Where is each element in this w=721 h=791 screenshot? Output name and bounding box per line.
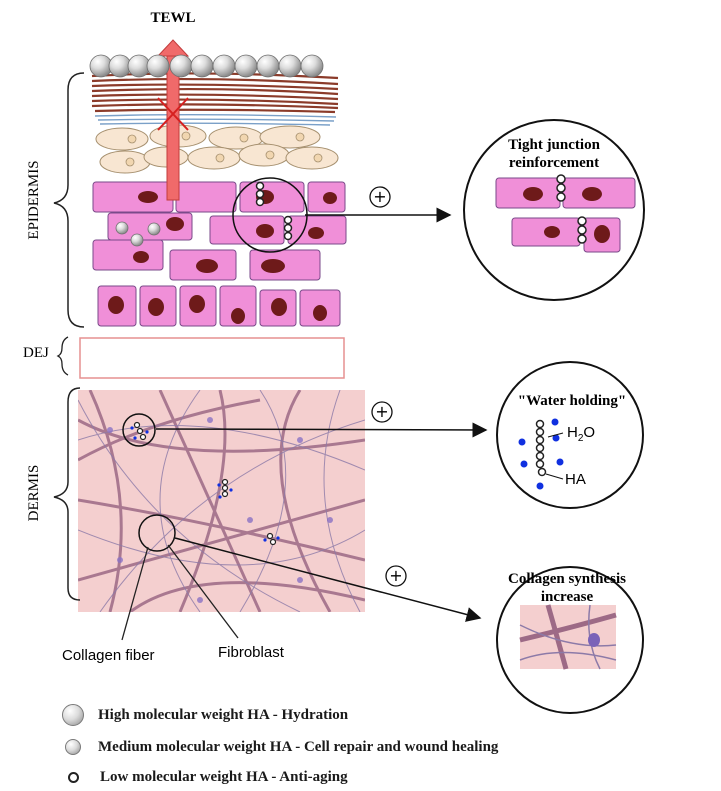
dermis-layer: DERMIS Collagen fiber Fibroblast bbox=[26, 387, 365, 664]
tight-junction-title-line2: reinforcement bbox=[509, 155, 599, 171]
plus-icon bbox=[385, 565, 407, 587]
legend-text-medium-mw-ha: Medium molecular weight HA - Cell repair… bbox=[98, 738, 499, 755]
collagen-synthesis-callout: Collagen synthesis increase bbox=[496, 566, 644, 714]
dermis-label: DERMIS bbox=[26, 465, 42, 522]
collagen-zoom-tissue bbox=[519, 604, 617, 670]
water-holding-arrow bbox=[155, 422, 488, 438]
collagen-network bbox=[78, 390, 365, 612]
granular-cells bbox=[95, 124, 339, 174]
collagen-synthesis-title-line2: increase bbox=[541, 589, 594, 605]
epidermis-layer: TEWL EPIDERMIS bbox=[26, 10, 347, 328]
high-mw-ha-surface-spheres bbox=[89, 54, 324, 78]
legend-item-low-mw-ha: Low molecular weight HA - Anti-aging bbox=[62, 766, 348, 788]
medium-mw-ha-spheres bbox=[115, 221, 161, 247]
ha-label: HA bbox=[565, 471, 586, 488]
epidermis-label: EPIDERMIS bbox=[26, 160, 42, 239]
keratinocyte-nuclei bbox=[108, 190, 337, 324]
water-holding-callout: "Water holding" H2O HA bbox=[496, 361, 644, 509]
stratum-corneum bbox=[91, 72, 339, 114]
stratum-lucidum-lines bbox=[94, 114, 337, 126]
tewl-label: TEWL bbox=[150, 10, 195, 26]
water-holding-title: "Water holding" bbox=[518, 393, 626, 409]
plus-signs: + + + bbox=[369, 186, 407, 587]
svg-text:+: + bbox=[373, 187, 386, 206]
plus-icon bbox=[371, 401, 393, 423]
fibroblast-label: Fibroblast bbox=[218, 644, 285, 661]
water-holding-highlight-circle bbox=[122, 413, 156, 447]
connectors bbox=[155, 207, 488, 622]
legend-text-high-mw-ha: High molecular weight HA - Hydration bbox=[98, 706, 349, 723]
water-molecule-dots bbox=[518, 418, 564, 490]
collagen-fiber-pointer bbox=[121, 546, 149, 641]
legend-item-medium-mw-ha: Medium molecular weight HA - Cell repair… bbox=[62, 736, 498, 758]
low-mw-ha-chain-epidermis bbox=[255, 181, 293, 241]
svg-text:+: + bbox=[375, 402, 388, 421]
svg-text:+: + bbox=[389, 566, 402, 585]
legend-item-high-mw-ha: High molecular weight HA - Hydration bbox=[62, 704, 348, 726]
collagen-fiber-label: Collagen fiber bbox=[62, 647, 155, 664]
plus-icon bbox=[369, 186, 391, 208]
dej-label: DEJ bbox=[23, 345, 49, 361]
dermis-brace bbox=[53, 387, 81, 601]
tight-junction-callout: Tight junction reinforcement bbox=[463, 119, 645, 301]
epidermis-brace bbox=[53, 72, 85, 328]
high-mw-ha-sphere-icon bbox=[62, 704, 84, 726]
collagen-synthesis-arrow bbox=[174, 537, 482, 622]
tewl-arrow bbox=[156, 39, 190, 201]
dej-box bbox=[79, 337, 345, 379]
tight-junction-title-line1: Tight junction bbox=[508, 137, 600, 153]
low-mw-ha-ring-icon bbox=[68, 771, 79, 783]
medium-mw-ha-sphere-icon bbox=[65, 739, 81, 755]
fibroblast-pointer bbox=[167, 544, 239, 639]
keratinocytes bbox=[92, 181, 347, 327]
h2o-label: H2O bbox=[567, 424, 595, 444]
dej-brace bbox=[56, 336, 69, 376]
dej-layer: DEJ bbox=[23, 336, 345, 379]
low-mw-ha-dermis-clusters bbox=[130, 421, 280, 546]
fibroblast-highlight-circle bbox=[138, 514, 176, 552]
collagen-synthesis-title-line1: Collagen synthesis bbox=[508, 571, 626, 587]
legend-text-low-mw-ha: Low molecular weight HA - Anti-aging bbox=[100, 768, 348, 785]
